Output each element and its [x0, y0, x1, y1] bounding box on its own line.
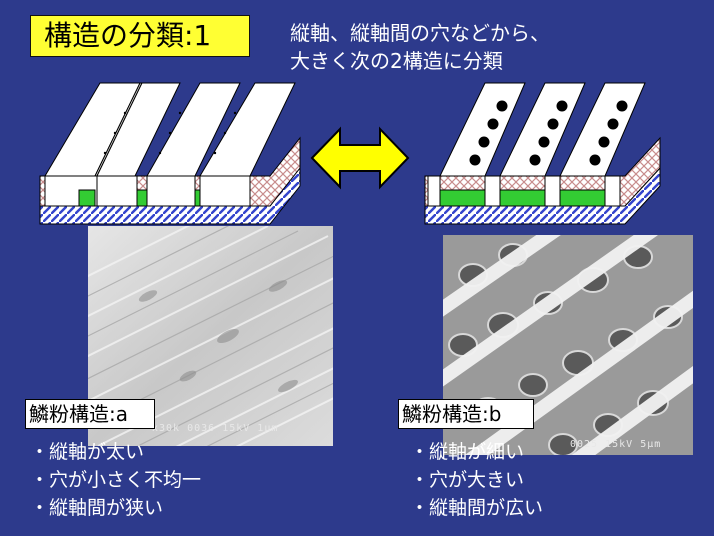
structure-b-bullet-2: ・穴が大きい — [410, 469, 525, 491]
structure-b-label: 鱗粉構造:b — [402, 402, 502, 426]
subtitle-line-2: 大きく次の2構造に分類 — [290, 49, 503, 73]
structure-b-bullet-3: ・縦軸間が広い — [410, 497, 544, 519]
title-box — [30, 15, 250, 57]
structure-a-bullet-1: ・縦軸が太い — [30, 441, 145, 463]
structure-a-diagram — [39, 82, 301, 225]
scale-bar-a: x30k 0036 15kV 1μm — [152, 423, 279, 434]
sem-image-b — [443, 235, 693, 455]
label-box-b — [398, 399, 534, 429]
structure-a-bullet-3: ・縦軸間が狭い — [30, 497, 164, 519]
structure-b-diagram — [424, 82, 661, 225]
label-box-a — [25, 399, 155, 429]
double-arrow-icon — [310, 126, 410, 190]
structure-a-label: 鱗粉構造:a — [29, 402, 128, 426]
structure-b-bullet-1: ・縦軸が細い — [410, 441, 525, 463]
page-title: 構造の分類:1 — [44, 19, 212, 52]
structure-a-bullet-2: ・穴が小さく不均一 — [30, 469, 202, 491]
subtitle-line-1: 縦軸、縦軸間の穴などから、 — [290, 21, 550, 45]
scale-bar-b: 0025 15kV 5μm — [570, 439, 662, 450]
ridges-a — [44, 82, 296, 207]
